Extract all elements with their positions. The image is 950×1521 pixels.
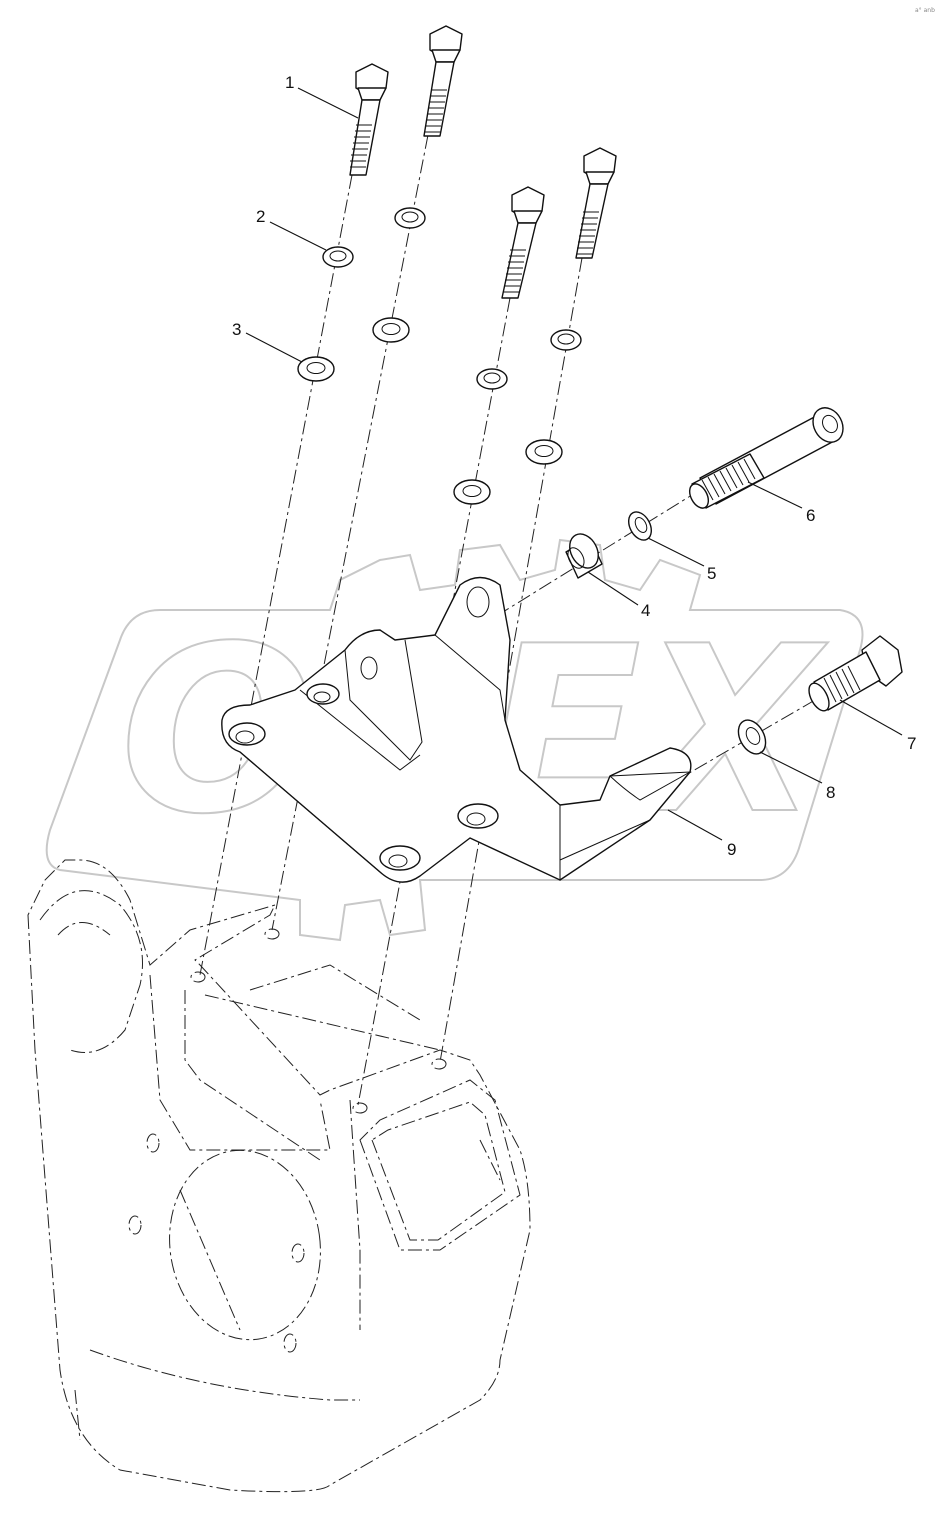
callout-number-4: 4 [641, 601, 650, 620]
bolt-upper-middle [423, 25, 463, 137]
callout-7: 7 [839, 699, 916, 753]
callout-number-2: 2 [256, 207, 265, 226]
callout-9: 9 [667, 809, 736, 859]
callout-number-7: 7 [907, 734, 916, 753]
callout-6: 6 [747, 481, 815, 525]
lock-washer-upper-middle [394, 207, 426, 229]
bolt-7 [808, 635, 903, 712]
bolt-far-right [575, 147, 617, 259]
callout-4: 4 [587, 571, 650, 620]
callout-8: 8 [759, 751, 835, 802]
callouts: 1 2 3 4 5 6 7 8 [232, 73, 916, 859]
corner-mark: a° anb [915, 7, 935, 14]
callout-5: 5 [647, 537, 716, 583]
lock-washer-5 [628, 511, 652, 541]
flat-washer-3 [297, 356, 335, 382]
lock-washer-2 [322, 246, 354, 268]
callout-1: 1 [285, 73, 359, 119]
flat-washer-far-right [525, 439, 563, 465]
callout-3: 3 [232, 320, 303, 363]
callout-number-1: 1 [285, 73, 294, 92]
flat-washer-upper-middle [372, 317, 410, 343]
gearbox-housing [27, 859, 531, 1493]
bolt-1-left [349, 63, 389, 176]
lock-washer-8 [737, 719, 767, 755]
lock-washer-far-right [550, 329, 582, 351]
socket-head-bolt-6 [688, 407, 844, 509]
callout-number-3: 3 [232, 320, 241, 339]
flat-washer-right-middle [453, 479, 491, 505]
lock-washer-right-middle [476, 368, 508, 390]
bushing-4 [565, 533, 603, 579]
bolt-right-middle [501, 186, 545, 299]
callout-number-8: 8 [826, 783, 835, 802]
callout-2: 2 [256, 207, 327, 251]
bracket-9 [221, 576, 692, 883]
callout-number-9: 9 [727, 840, 736, 859]
callout-number-5: 5 [707, 564, 716, 583]
callout-number-6: 6 [806, 506, 815, 525]
